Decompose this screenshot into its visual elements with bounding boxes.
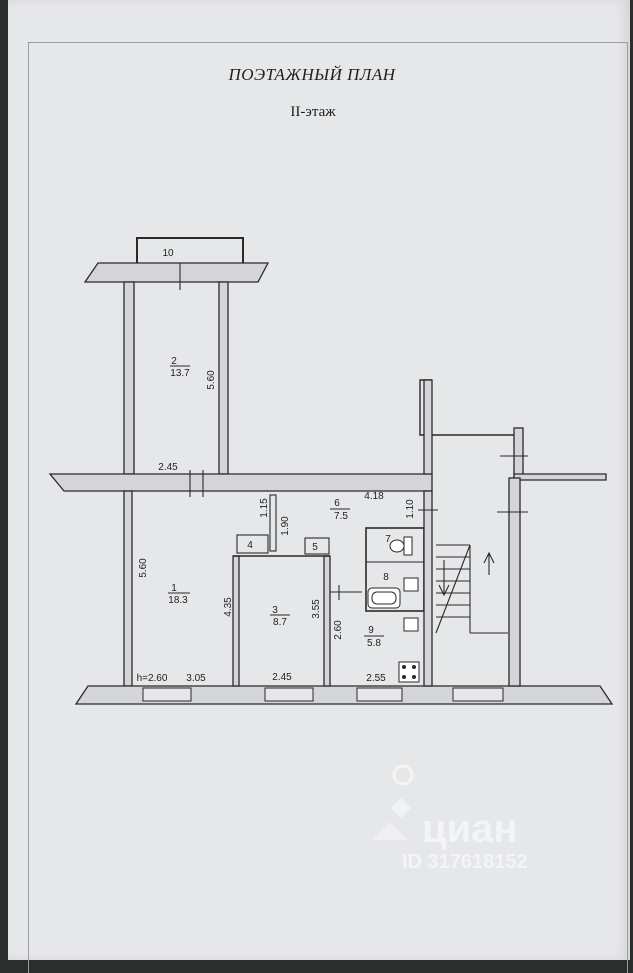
room2-left-wall (123, 281, 135, 475)
room3-left-wall (232, 555, 240, 687)
room3-number: 3 (272, 605, 278, 616)
room5-box (304, 537, 330, 555)
dim-room2-length: 5.60 (206, 370, 217, 390)
middle-wall (48, 473, 433, 492)
dim-corridor-length: 1.90 (280, 516, 291, 536)
stove-icon (398, 661, 420, 683)
watermark-brand: циан (422, 807, 518, 851)
toilet-icon (389, 536, 413, 556)
room2-right-wall (218, 281, 229, 475)
room3-right-wall (323, 555, 331, 687)
room7-number: 7 (385, 534, 391, 545)
room1-area: 18.3 (168, 595, 188, 606)
kitchen-right-wall (423, 490, 433, 687)
room1-number: 1 (171, 583, 177, 594)
room4-box (236, 534, 269, 554)
floor-label: II-этаж (290, 104, 336, 120)
dim-room3-width: 2.45 (272, 672, 292, 683)
stairwell (419, 379, 607, 687)
dim-hall-height: 1.10 (405, 499, 416, 519)
room1-left-wall (123, 490, 133, 687)
window-kitchen (356, 687, 403, 702)
dim-room1-width: 3.05 (186, 673, 206, 684)
bathtub-icon (367, 587, 401, 609)
dim-room3-left: 4.35 (223, 597, 234, 617)
dim-room2-width: 2.45 (158, 462, 178, 473)
sink-icon (403, 577, 419, 632)
balcony-slab (83, 262, 270, 283)
room10-number: 10 (162, 248, 174, 259)
dim-hall-width: 4.18 (364, 491, 384, 502)
window-room3 (264, 687, 314, 702)
plan-title: ПОЭТАЖНЫЙ ПЛАН (227, 65, 396, 84)
room9-number: 9 (368, 625, 374, 636)
room2-number: 2 (171, 356, 177, 367)
window-room1 (142, 687, 192, 702)
dim-kitchen-depth: 2.60 (333, 620, 344, 640)
room3-area: 8.7 (273, 617, 287, 628)
dim-room3-right: 3.55 (311, 599, 322, 619)
watermark-id: ID 317618152 (402, 851, 528, 873)
window-stair (452, 687, 504, 702)
dim-room1-length: 5.60 (138, 558, 149, 578)
room2-area: 13.7 (170, 368, 190, 379)
room6-number: 6 (334, 498, 340, 509)
room8-number: 8 (383, 572, 389, 583)
room6-area: 7.5 (334, 511, 348, 522)
ceiling-height: h=2.60 (137, 673, 168, 684)
balcony (83, 237, 270, 290)
dim-kitchen-width: 2.55 (366, 673, 386, 684)
map-pin-icon (372, 764, 414, 840)
room5-number: 5 (312, 542, 318, 553)
room4-number: 4 (247, 540, 253, 551)
drawing-frame (28, 42, 628, 973)
room9-area: 5.8 (367, 638, 381, 649)
watermark: циан ID 317618152 (372, 764, 528, 873)
dim-room4-height: 1.15 (259, 498, 270, 518)
